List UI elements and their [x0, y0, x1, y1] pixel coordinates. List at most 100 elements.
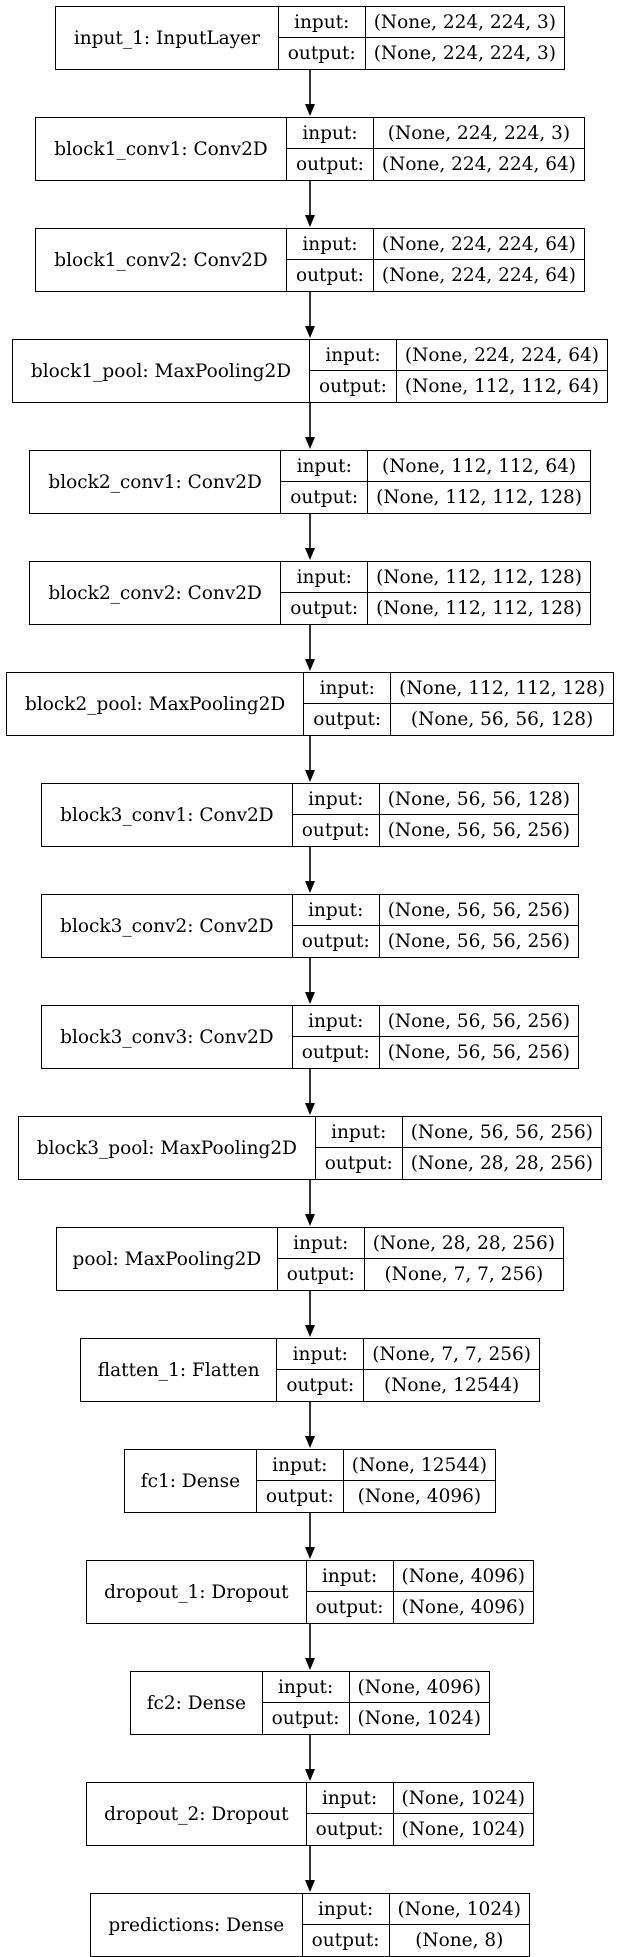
output-label: output:: [296, 154, 364, 175]
input-label: input:: [292, 895, 379, 926]
io-shapes: (None, 12544) (None, 4096): [343, 1450, 495, 1512]
io-labels: input:output:: [287, 229, 374, 291]
input-label: input:: [262, 1672, 349, 1703]
io-shapes: (None, 1024)(None, 1024): [393, 1783, 533, 1845]
output-shape: (None, 224, 224, 3): [373, 43, 556, 64]
arrow-head-icon: [305, 548, 315, 560]
layer-name: pool: MaxPooling2D: [57, 1228, 278, 1290]
layer-name: flatten_1: Flatten: [81, 1339, 278, 1401]
io-labels: input: output:: [277, 1339, 365, 1401]
io-labels: input:output:: [310, 340, 397, 402]
io-shapes: (None, 56, 56, 256)(None, 56, 56, 256): [379, 1006, 578, 1068]
io-labels: input: output:: [287, 118, 374, 180]
input-shape: (None, 112, 112, 128): [391, 673, 613, 704]
layer-name: fc2: Dense: [131, 1672, 263, 1734]
output-label: output:: [286, 1375, 355, 1396]
output-label: output:: [311, 1930, 380, 1951]
io-shapes: (None, 4096)(None, 4096): [393, 1561, 533, 1623]
output-label: output:: [301, 820, 370, 841]
input-label: input:: [277, 1339, 364, 1370]
io-shapes: (None, 112, 112, 128) (None, 56, 56, 128): [391, 673, 613, 735]
layer-name: input_1: InputLayer: [56, 7, 279, 69]
io-labels: input: output:: [302, 1894, 390, 1956]
layer-name: block3_conv2: Conv2D: [42, 895, 293, 957]
output-shape: (None, 4096): [357, 1486, 482, 1507]
output-label: output:: [301, 931, 370, 952]
output-shape: (None, 56, 56, 256): [387, 1042, 570, 1063]
io-labels: input: output:: [292, 784, 380, 846]
io-shapes: (None, 56, 56, 128)(None, 56, 56, 256): [379, 784, 578, 846]
input-label: input:: [281, 451, 368, 482]
output-shape: (None, 56, 56, 128): [410, 709, 594, 730]
input-shape: (None, 56, 56, 256): [379, 895, 578, 926]
input-shape: (None, 1024): [393, 1783, 533, 1814]
output-label: output:: [287, 43, 356, 64]
input-label: input:: [310, 340, 396, 371]
output-label: output:: [290, 598, 359, 619]
output-label: output:: [296, 265, 364, 286]
input-shape: (None, 224, 224, 64): [396, 340, 607, 371]
output-shape: (None, 8): [415, 1930, 504, 1951]
output-shape: (None, 1024): [357, 1708, 481, 1729]
input-label: input:: [278, 7, 365, 38]
arrow-head-icon: [305, 1547, 315, 1559]
output-label: output:: [301, 1042, 370, 1063]
output-label: output:: [271, 1708, 340, 1729]
layer-name: block2_pool: MaxPooling2D: [7, 673, 305, 735]
input-label: input:: [302, 1894, 389, 1925]
input-shape: (None, 4096): [393, 1561, 533, 1592]
input-label: input:: [256, 1450, 343, 1481]
io-shapes: (None, 224, 224, 64) (None, 112, 112, 64): [396, 340, 607, 402]
input-label: input:: [277, 1228, 364, 1259]
layer-name: predictions: Dense: [91, 1894, 303, 1956]
layer-name: block2_conv2: Conv2D: [30, 562, 282, 624]
input-label: input:: [292, 784, 379, 815]
output-shape: (None, 224, 224, 64): [381, 154, 576, 175]
arrow-head-icon: [305, 326, 315, 338]
io-labels: input:output:: [315, 1117, 403, 1179]
layer-name: block3_pool: MaxPooling2D: [19, 1117, 316, 1179]
arrow-head-icon: [305, 437, 315, 449]
arrow-head-icon: [305, 1103, 315, 1115]
output-shape: (None, 56, 56, 256): [387, 820, 570, 841]
io-labels: input: output:: [281, 562, 369, 624]
input-label: input:: [292, 1006, 379, 1037]
layer-name: block1_conv2: Conv2D: [36, 229, 287, 291]
io-shapes: (None, 56, 56, 256)(None, 28, 28, 256): [402, 1117, 601, 1179]
output-shape: (None, 112, 112, 64): [404, 376, 599, 397]
io-shapes: (None, 7, 7, 256)(None, 12544): [364, 1339, 539, 1401]
input-label: input:: [304, 673, 391, 704]
input-shape: (None, 12544): [343, 1450, 495, 1481]
input-shape: (None, 56, 56, 256): [402, 1117, 601, 1148]
output-label: output:: [315, 1819, 384, 1840]
input-shape: (None, 7, 7, 256): [364, 1339, 539, 1370]
io-shapes: (None, 28, 28, 256)(None, 7, 7, 256): [364, 1228, 563, 1290]
io-labels: input: output:: [281, 451, 369, 513]
input-shape: (None, 224, 224, 3): [373, 118, 584, 149]
arrow-head-icon: [305, 104, 315, 116]
arrow-head-icon: [305, 1325, 315, 1337]
arrow-head-icon: [305, 659, 315, 671]
layer-name: block3_conv3: Conv2D: [42, 1006, 293, 1068]
output-shape: (None, 112, 112, 128): [376, 598, 582, 619]
layer-name: dropout_2: Dropout: [87, 1783, 307, 1845]
input-label: input:: [287, 118, 373, 149]
output-label: output:: [286, 1264, 355, 1285]
output-label: output:: [290, 487, 359, 508]
input-label: input:: [281, 562, 368, 593]
io-shapes: (None, 112, 112, 128)(None, 112, 112, 12…: [368, 562, 590, 624]
arrow-head-icon: [305, 1436, 315, 1448]
